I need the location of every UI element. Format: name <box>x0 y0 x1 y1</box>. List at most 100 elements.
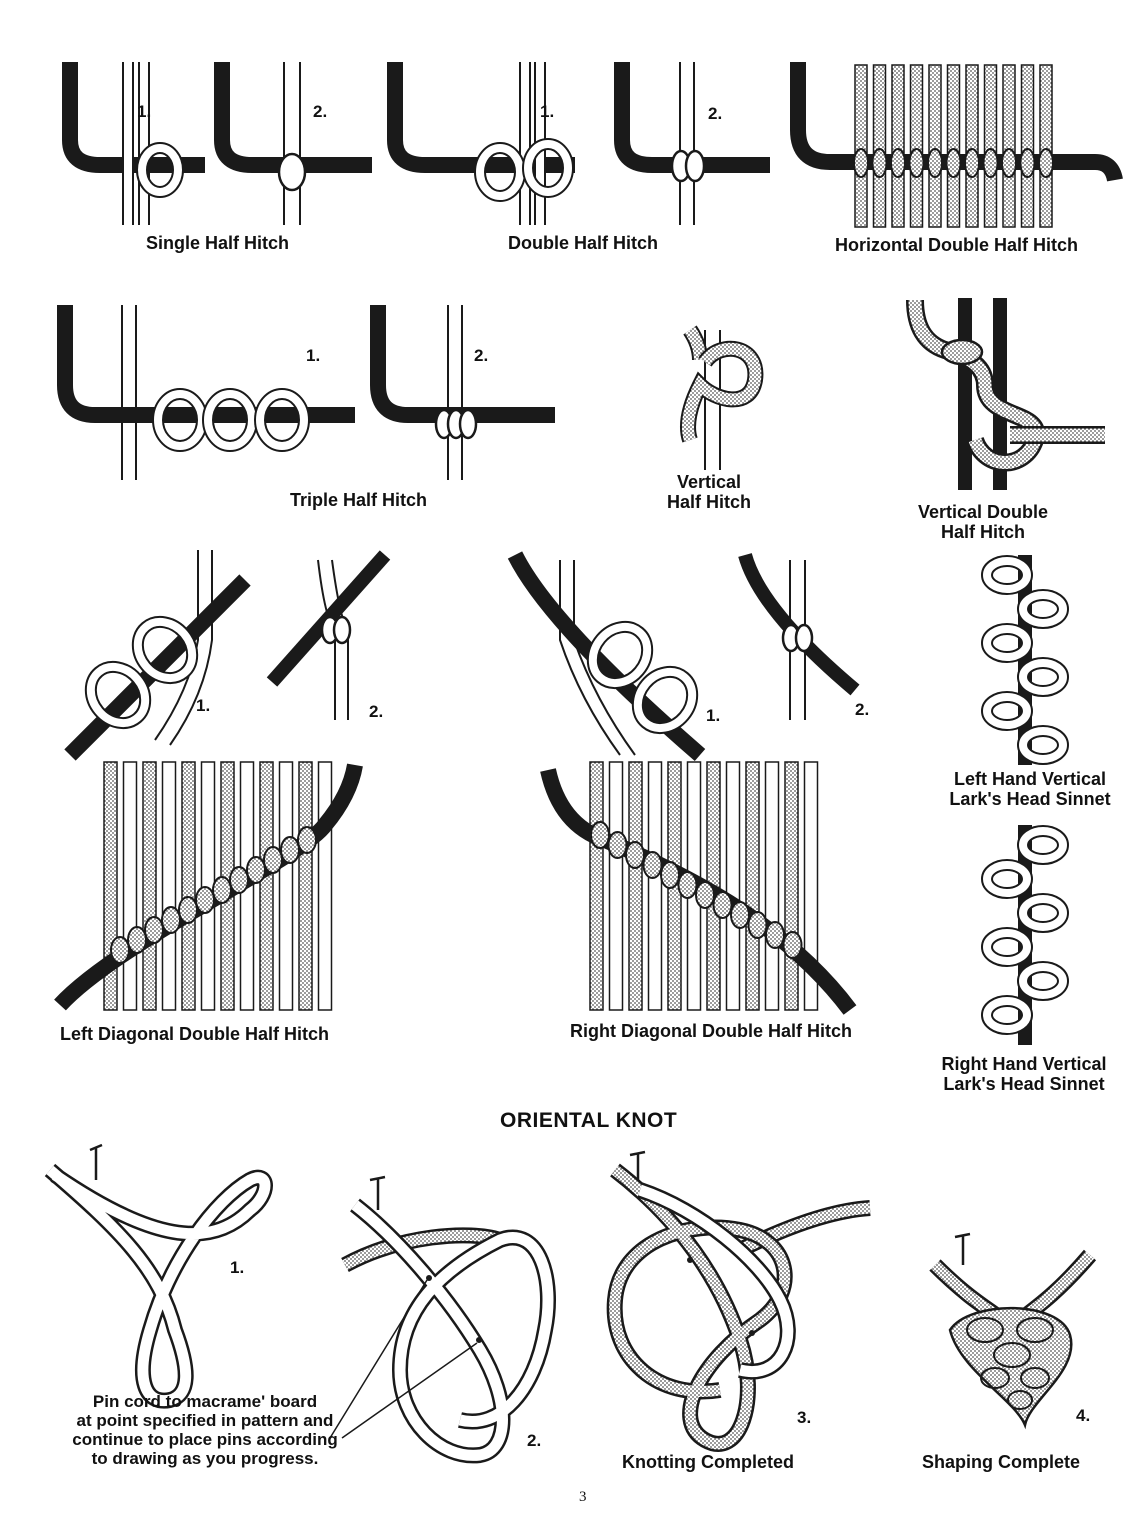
single-half-hitch-step-2 <box>214 62 372 225</box>
cord <box>1020 64 1035 228</box>
loop <box>1019 727 1067 763</box>
horizontal-double-half-hitch <box>790 62 1123 228</box>
knot <box>590 821 610 849</box>
cord <box>928 64 942 228</box>
loop <box>983 693 1031 729</box>
knot <box>730 901 750 929</box>
right-diagonal-label: Right Diagonal Double Half Hitch <box>570 1021 852 1041</box>
right-hand-larks-head-sinnet <box>981 825 1069 1045</box>
left-diagonal-double-half-hitch <box>54 761 363 1011</box>
cord <box>784 761 799 1011</box>
knot <box>964 148 980 178</box>
knot <box>982 148 999 178</box>
knot <box>660 861 680 889</box>
cord <box>946 64 961 228</box>
knot <box>765 921 785 949</box>
knot <box>246 856 266 884</box>
vertical-double-half-hitch-label: Vertical Double Half Hitch <box>917 502 1049 542</box>
cord <box>181 761 196 1011</box>
knot <box>161 906 181 934</box>
cord <box>872 64 887 228</box>
cord <box>1039 64 1053 228</box>
cord <box>628 761 643 1011</box>
cord <box>803 761 819 1011</box>
knotting-completed-label: Knotting Completed <box>622 1452 794 1472</box>
knot <box>747 911 768 939</box>
triple-half-hitch-step-2 <box>370 305 555 480</box>
left-diagonal-step-2-number: 2. <box>369 702 384 721</box>
knot <box>782 931 803 959</box>
left-hand-larks-head-sinnet <box>981 555 1069 765</box>
cord <box>745 761 760 1011</box>
knot <box>195 886 215 914</box>
double-half-hitch-step-2-number: 2. <box>708 104 723 123</box>
knot <box>712 891 733 919</box>
page-number: 3 <box>579 1489 587 1505</box>
loop <box>983 997 1031 1033</box>
oriental-knot-step-1-number: 1. <box>230 1258 245 1277</box>
cord <box>298 761 313 1011</box>
cord <box>122 761 138 1011</box>
knot <box>695 881 715 909</box>
knot <box>945 148 962 178</box>
cord <box>1002 64 1016 228</box>
knot <box>607 831 628 859</box>
left-diagonal-step-2 <box>266 550 391 720</box>
knot <box>890 148 906 178</box>
knot <box>229 866 249 894</box>
cord <box>278 761 294 1011</box>
loop <box>983 557 1031 593</box>
knot <box>642 851 663 879</box>
cord <box>142 761 157 1011</box>
oriental-knot-step-3-number: 3. <box>797 1408 812 1427</box>
shaping-complete-label: Shaping Complete <box>922 1452 1081 1472</box>
double-half-hitch-step-1 <box>387 62 575 225</box>
knot <box>871 148 888 178</box>
left-diagonal-step-1-number: 1. <box>196 696 211 715</box>
right-diagonal-step-2 <box>738 552 860 720</box>
knot <box>178 896 198 924</box>
horizontal-double-half-hitch-label: Horizontal Double Half Hitch <box>835 235 1078 255</box>
single-half-hitch-step-1 <box>62 62 205 225</box>
knot <box>1038 148 1054 178</box>
triple-half-hitch-step-1-number: 1. <box>306 346 321 365</box>
right-diagonal-step-1 <box>507 551 706 762</box>
pin-cord-instructions: Pin cord to macrame' board at point spec… <box>72 1392 338 1468</box>
oriental-knot-step-3 <box>606 1150 871 1452</box>
cord <box>891 64 905 228</box>
double-half-hitch-label: Double Half Hitch <box>508 233 659 253</box>
loop <box>1019 827 1067 863</box>
loop <box>983 929 1031 965</box>
cord <box>725 761 741 1011</box>
triple-half-hitch-step-2-number: 2. <box>474 346 489 365</box>
right-diagonal-step-2-number: 2. <box>855 700 870 719</box>
oriental-knot-step-4 <box>929 1232 1097 1430</box>
cord <box>317 761 333 1011</box>
single-half-hitch-step-2-number: 2. <box>313 102 328 121</box>
knot <box>127 926 147 954</box>
oriental-knot-step-1 <box>44 1143 273 1409</box>
vertical-double-half-hitch <box>906 298 1105 490</box>
knot <box>853 148 869 178</box>
left-diagonal-label: Left Diagonal Double Half Hitch <box>60 1024 330 1044</box>
cord <box>259 761 274 1011</box>
knot <box>625 841 645 869</box>
knot <box>908 148 925 178</box>
loop <box>1019 895 1067 931</box>
knot <box>927 148 943 178</box>
right-diagonal-double-half-hitch <box>540 761 857 1015</box>
cord <box>647 761 663 1011</box>
cord <box>983 64 998 228</box>
oriental-knot-step-2-number: 2. <box>527 1431 542 1450</box>
cord <box>854 64 868 228</box>
single-half-hitch-label: Single Half Hitch <box>146 233 290 253</box>
left-hand-sinnet-label: Left Hand Vertical Lark's Head Sinnet <box>949 769 1111 809</box>
loop <box>1019 591 1067 627</box>
cord <box>608 761 624 1011</box>
cord <box>161 761 177 1011</box>
knot <box>1019 148 1036 178</box>
triple-half-hitch-step-1 <box>57 305 355 480</box>
vertical-half-hitch-label: Vertical Half Hitch <box>666 472 751 512</box>
knot <box>297 826 317 854</box>
cord <box>764 761 780 1011</box>
